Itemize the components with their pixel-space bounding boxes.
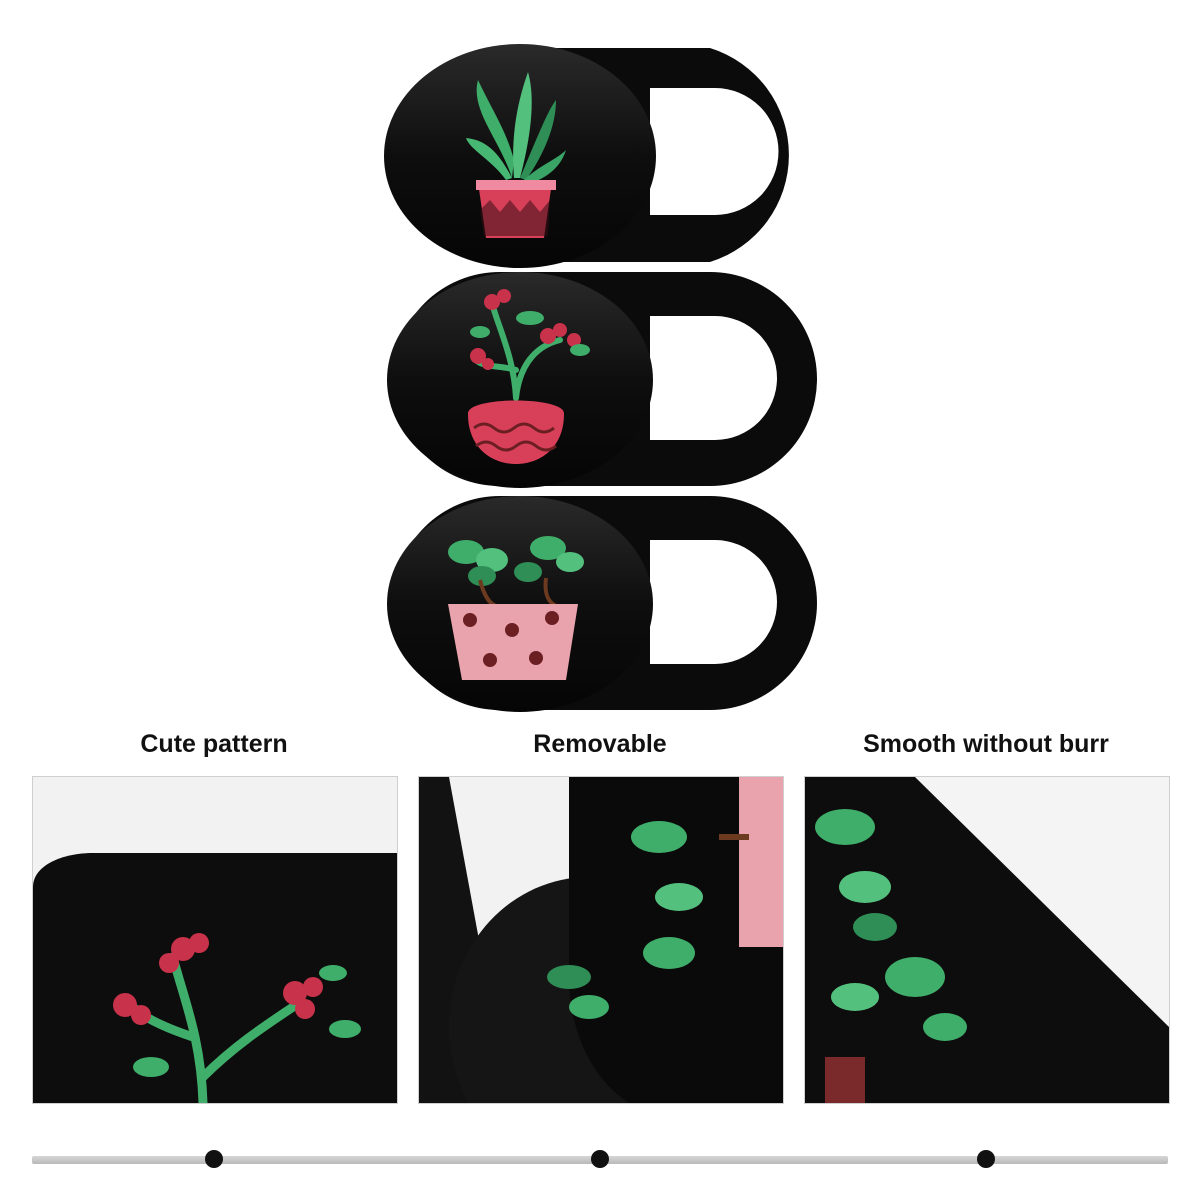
webcam-cover-2	[387, 272, 817, 488]
feature-caption-smooth: Smooth without burr	[863, 730, 1109, 758]
product-photo	[384, 44, 817, 712]
webcam-cover-1	[384, 44, 789, 268]
succulent-pattern-icon	[466, 72, 566, 238]
detail-panel-smooth	[804, 776, 1170, 1104]
detail-panel-removable	[418, 776, 784, 1104]
timeline-dot-3	[977, 1150, 995, 1168]
feature-caption-removable: Removable	[533, 730, 667, 758]
feature-caption-cute-pattern: Cute pattern	[140, 730, 288, 758]
detail-panel-cute-pattern	[32, 776, 398, 1104]
timeline-dot-1	[205, 1150, 223, 1168]
timeline-dot-2	[591, 1150, 609, 1168]
webcam-cover-3	[387, 496, 817, 712]
leafy-plant-pattern-icon	[448, 536, 584, 680]
berry-plant-pattern-icon	[467, 289, 590, 464]
